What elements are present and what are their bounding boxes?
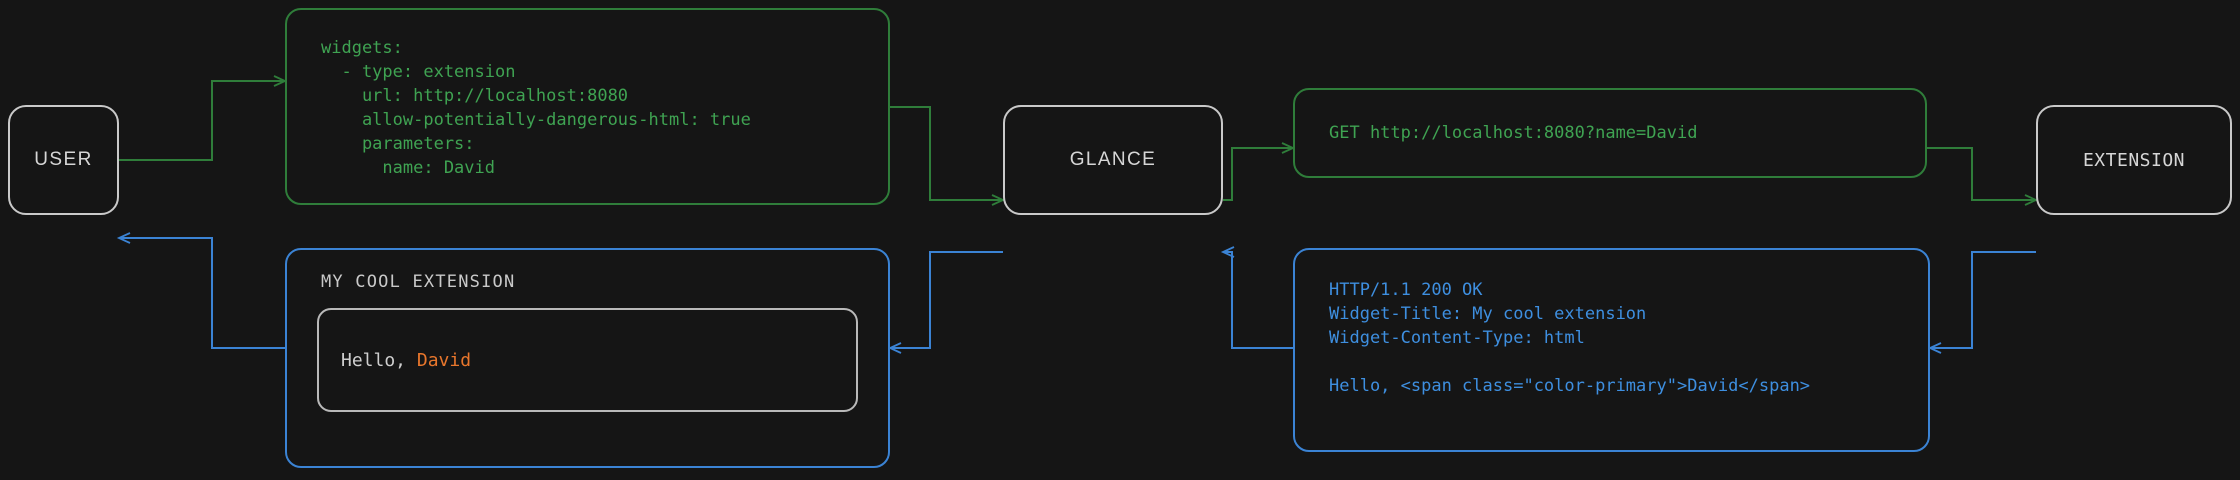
http-request-box: GET http://localhost:8080?name=David	[1293, 88, 1927, 178]
http-request-row: GET http://localhost:8080?name=David	[1329, 90, 1891, 176]
http-request-text: GET http://localhost:8080?name=David	[1329, 123, 1698, 143]
node-extension-label: EXTENSION	[2082, 149, 2186, 171]
wire-extension-to-response	[1927, 251, 2036, 354]
http-response-text: HTTP/1.1 200 OK Widget-Title: My cool ex…	[1329, 280, 1811, 396]
wire-config-to-glance	[890, 106, 1006, 206]
widget-greeting: Hello, David	[341, 350, 471, 371]
widget-preview-box: MY COOL EXTENSION Hello, David	[285, 248, 890, 468]
http-response-box: HTTP/1.1 200 OK Widget-Title: My cool ex…	[1293, 248, 1930, 452]
wire-glance-to-widget	[887, 251, 1003, 354]
wire-widget-to-user	[116, 232, 285, 349]
node-user-label: USER	[34, 149, 93, 170]
widget-preview-card: Hello, David	[317, 308, 858, 412]
widget-preview-title: MY COOL EXTENSION	[321, 272, 516, 292]
config-yaml-box: widgets: - type: extension url: http://l…	[285, 8, 890, 205]
node-user[interactable]: USER	[8, 105, 119, 215]
config-yaml-text: widgets: - type: extension url: http://l…	[321, 38, 751, 178]
node-extension[interactable]: EXTENSION	[2036, 105, 2232, 215]
wire-request-to-extension	[1927, 147, 2039, 206]
wire-response-to-glance	[1220, 246, 1293, 349]
wire-user-to-config	[119, 75, 288, 161]
node-glance[interactable]: GLANCE	[1003, 105, 1223, 215]
widget-greeting-name: David	[416, 349, 472, 371]
widget-greeting-prefix: Hello,	[341, 349, 417, 371]
node-glance-label: GLANCE	[1069, 149, 1157, 170]
wire-glance-to-request	[1223, 142, 1296, 201]
